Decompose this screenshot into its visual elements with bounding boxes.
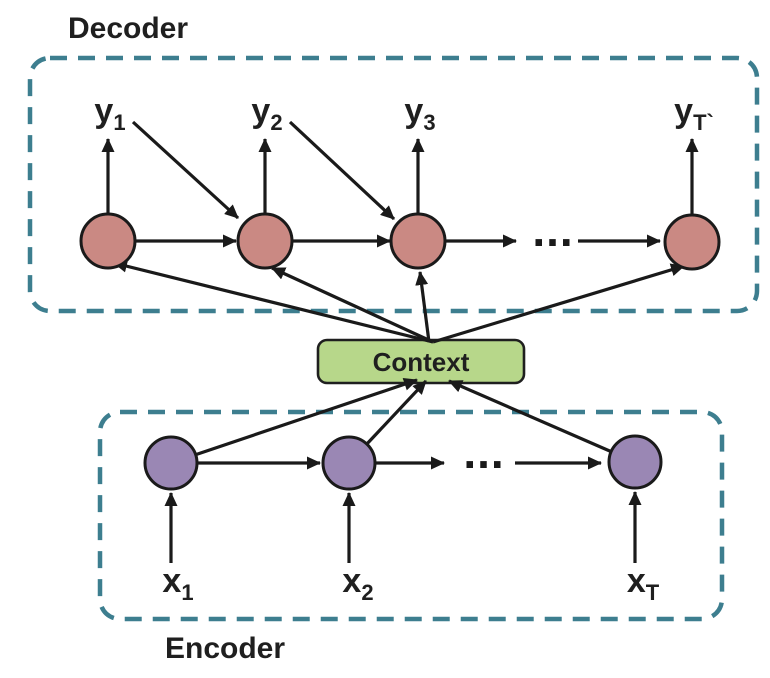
context-label: Context bbox=[373, 347, 470, 377]
label-y3: y3 bbox=[404, 92, 435, 135]
label-x2: x2 bbox=[342, 562, 373, 605]
arrow-context-to-decoder-2 bbox=[271, 266, 434, 344]
encoder-node-2 bbox=[321, 435, 377, 491]
encoder-node-3 bbox=[607, 434, 663, 490]
label-y2: y2 bbox=[251, 92, 282, 135]
decoder-dashed-box bbox=[27, 55, 760, 314]
decoder-node-4 bbox=[663, 213, 721, 271]
arrow-context-to-decoder-3 bbox=[415, 271, 431, 343]
decoder-node-1 bbox=[79, 212, 137, 270]
decoder-node-3 bbox=[389, 212, 447, 270]
label-y1: y1 bbox=[94, 92, 125, 135]
arrow-encoder-3-to-context bbox=[448, 379, 636, 464]
encoder-dashed-box bbox=[97, 409, 725, 622]
encoder-node-1 bbox=[143, 435, 199, 491]
decoder-node-2 bbox=[236, 212, 294, 270]
label-x1: x1 bbox=[162, 562, 193, 605]
arrow-feedback-y2 bbox=[288, 120, 396, 221]
arrow-context-to-decoder-4 bbox=[432, 263, 685, 344]
encoder-ellipsis: ... bbox=[463, 426, 504, 478]
encoder-title: Encoder bbox=[165, 632, 285, 665]
decoder-title: Decoder bbox=[68, 12, 188, 45]
decoder-ellipsis: ... bbox=[532, 204, 573, 256]
arrow-encoder-1-to-context bbox=[170, 377, 418, 465]
label-xT: xT bbox=[627, 562, 660, 605]
arrow-context-to-decoder-1 bbox=[113, 259, 434, 344]
arrow-feedback-y1 bbox=[131, 120, 240, 220]
label-yT: yT` bbox=[674, 92, 714, 135]
